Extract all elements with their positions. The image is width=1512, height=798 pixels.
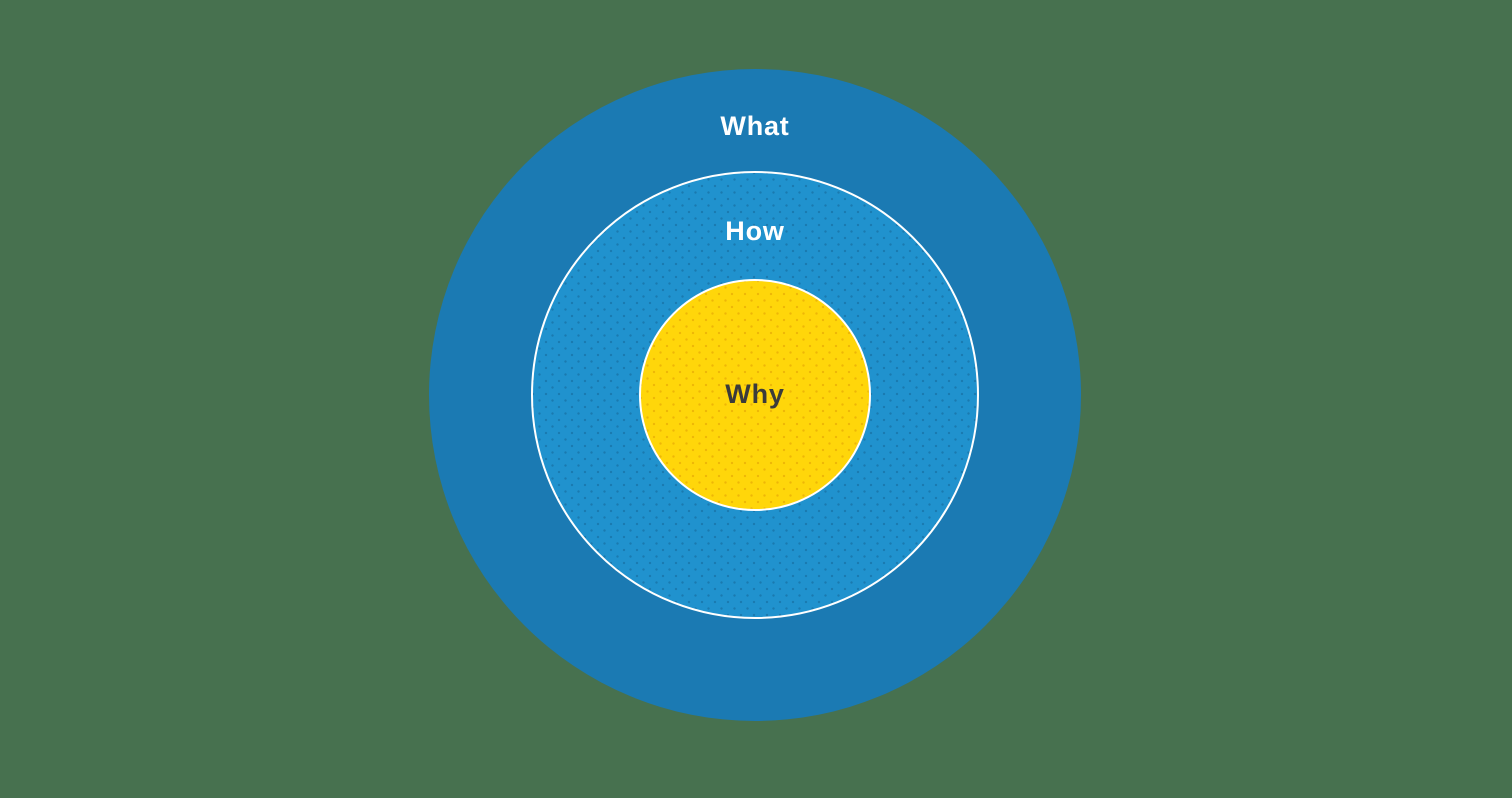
ring-what-label: What — [720, 111, 790, 141]
ring-what: What How Why — [429, 69, 1081, 721]
ring-why-label: Why — [725, 379, 785, 410]
ring-why: Why — [639, 279, 871, 511]
ring-how-label: How — [725, 216, 785, 246]
ring-how: How Why — [531, 171, 979, 619]
